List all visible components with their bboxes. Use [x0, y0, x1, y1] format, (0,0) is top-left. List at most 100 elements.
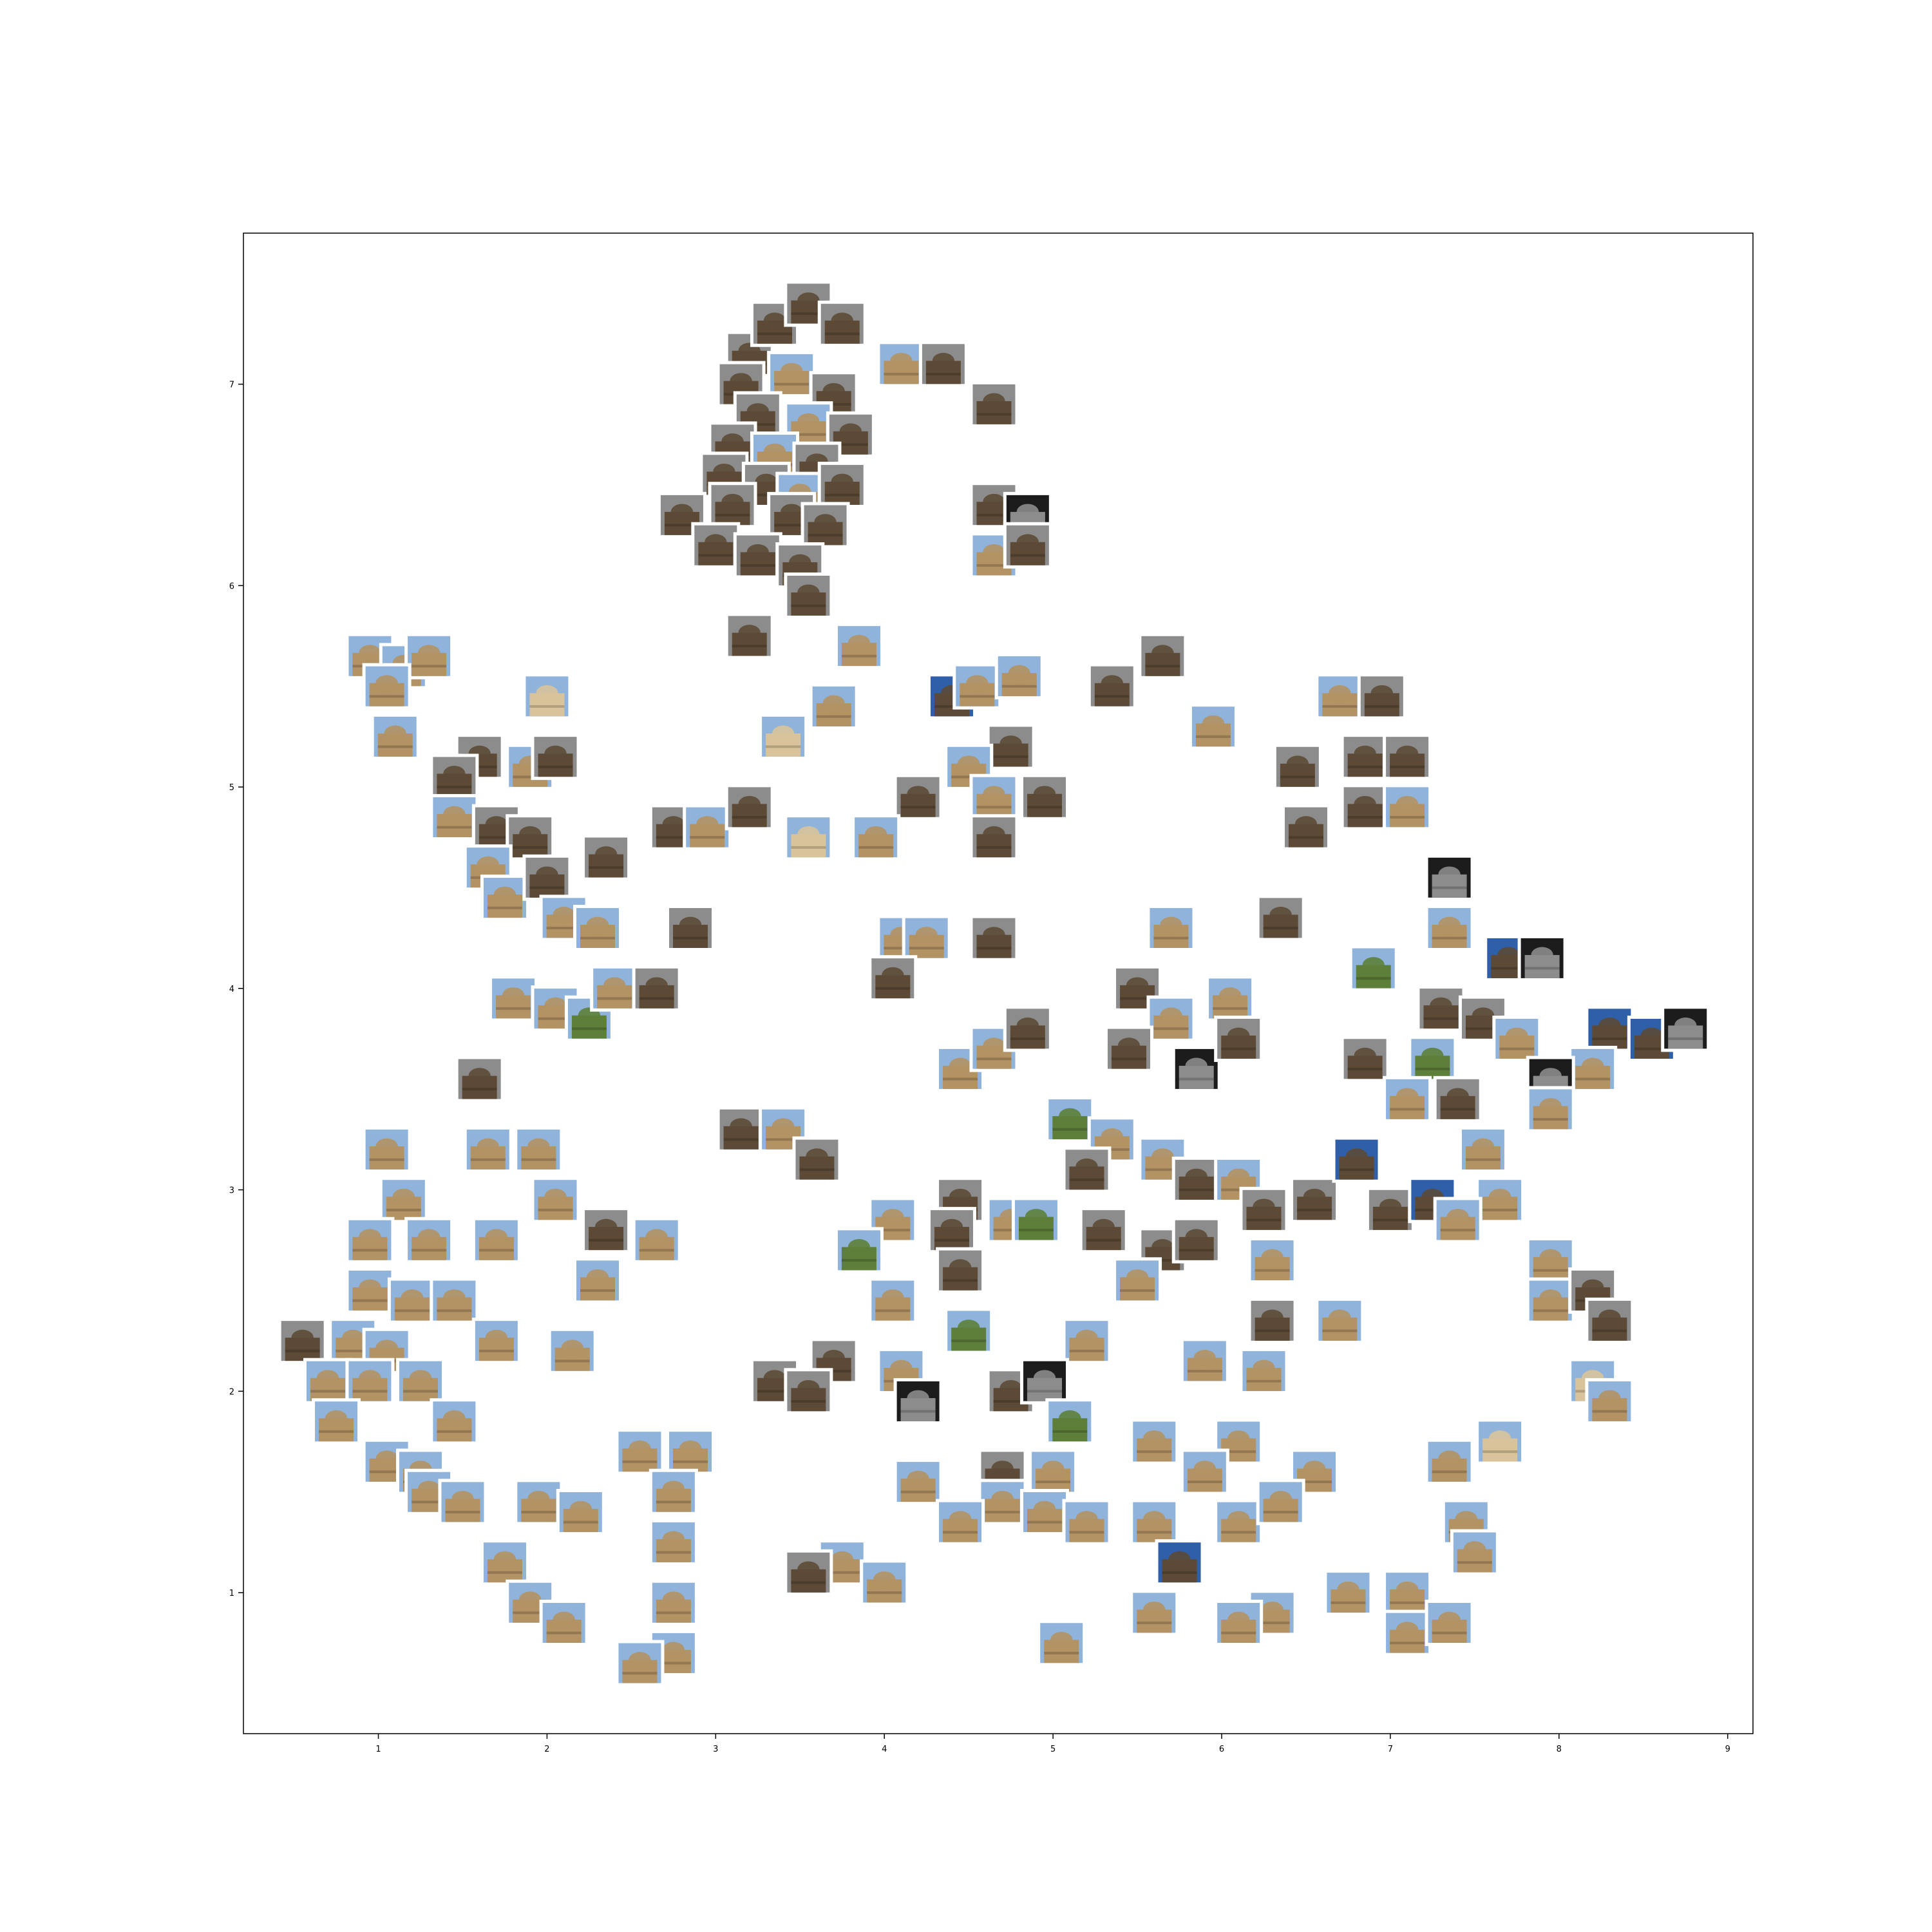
thumbnail-point — [1661, 1005, 1710, 1052]
thumbnail-dome — [932, 352, 955, 369]
thumbnail-point — [1146, 904, 1196, 951]
thumbnail-detail — [1094, 695, 1130, 698]
thumbnail-detail — [799, 1168, 835, 1171]
thumbnail-point — [927, 1207, 976, 1254]
thumbnail-dome — [544, 1188, 567, 1205]
thumbnail-detail — [622, 1460, 658, 1463]
thumbnail-point — [969, 381, 1019, 428]
thumbnail-detail — [1263, 1510, 1298, 1513]
thumbnail-dome — [1075, 1329, 1098, 1346]
thumbnail-detail — [673, 1460, 708, 1463]
thumbnail-dome — [1354, 1047, 1376, 1064]
thumbnail-point — [893, 1378, 943, 1425]
thumbnail-point — [489, 975, 538, 1022]
thumbnail-dome — [1143, 1511, 1166, 1528]
thumbnail-point — [1062, 1146, 1112, 1193]
thumbnail-dome — [375, 675, 398, 692]
thumbnail-point — [826, 411, 875, 458]
thumbnail-point — [1585, 1378, 1634, 1425]
thumbnail-point — [834, 623, 884, 670]
thumbnail-dome — [477, 856, 499, 873]
thumbnail-dome — [1227, 1511, 1250, 1528]
thumbnail-point — [1408, 1036, 1457, 1083]
thumbnail-dome — [1396, 1581, 1419, 1598]
thumbnail-dome — [1269, 906, 1292, 923]
thumbnail-dome — [983, 1037, 1005, 1054]
thumbnail-point — [817, 300, 867, 347]
thumbnail-dome — [890, 352, 913, 369]
x-tick-label: 8 — [1557, 1745, 1562, 1754]
thumbnail-point — [531, 734, 580, 781]
y-tick-label: 6 — [229, 582, 234, 591]
thumbnail-detail — [445, 1510, 480, 1513]
thumbnail-dome — [1151, 645, 1174, 661]
thumbnail-detail — [478, 836, 514, 839]
thumbnail-dome — [983, 927, 1005, 943]
thumbnail-detail — [1255, 1269, 1290, 1272]
thumbnail-dome — [1218, 987, 1242, 1003]
thumbnail-detail — [875, 1229, 911, 1232]
thumbnail-dome — [958, 1320, 980, 1336]
thumbnail-dome — [1472, 1138, 1495, 1155]
thumbnail-detail — [1153, 936, 1189, 940]
thumbnail-dome — [1050, 1631, 1073, 1648]
thumbnail-detail — [774, 524, 810, 527]
thumbnail-point — [792, 1136, 842, 1183]
thumbnail-point — [1526, 1277, 1575, 1324]
thumbnail-dome — [1430, 997, 1452, 1014]
thumbnail-detail — [1533, 1309, 1568, 1312]
thumbnail-dome — [1143, 1601, 1166, 1618]
thumbnail-point — [1020, 1488, 1070, 1535]
thumbnail-dome — [1640, 1027, 1663, 1044]
thumbnail-dome — [1446, 1209, 1469, 1225]
thumbnail-detail — [1069, 1178, 1104, 1181]
thumbnail-detail — [1347, 815, 1383, 819]
thumbnail-dome — [594, 846, 618, 862]
thumbnail-point — [1247, 1237, 1297, 1284]
thumbnail-point — [1425, 1438, 1474, 1485]
thumbnail-detail — [352, 1390, 388, 1393]
thumbnail-dome — [645, 1229, 668, 1245]
thumbnail-detail — [1052, 1128, 1088, 1131]
thumbnail-detail — [1491, 967, 1526, 970]
thumbnail-detail — [513, 1611, 548, 1615]
thumbnail-dome — [359, 1370, 381, 1387]
thumbnail-dome — [519, 1591, 542, 1608]
thumbnail-point — [522, 673, 572, 720]
thumbnail-detail — [1339, 1168, 1374, 1171]
thumbnail-point — [480, 875, 529, 922]
thumbnail-detail — [1069, 1531, 1104, 1534]
thumbnail-dome — [1151, 1148, 1174, 1165]
thumbnail-dome — [1117, 1037, 1141, 1054]
thumbnail-detail — [1010, 554, 1045, 557]
thumbnail-detail — [943, 1531, 978, 1534]
thumbnail-detail — [976, 413, 1012, 416]
thumbnail-detail — [571, 1027, 607, 1030]
thumbnail-dome — [629, 1440, 651, 1457]
thumbnail-dome — [1337, 1581, 1359, 1598]
thumbnail-point — [1180, 1338, 1229, 1385]
thumbnail-point — [649, 1468, 698, 1515]
thumbnail-point — [1214, 1599, 1264, 1646]
thumbnail-dome — [1506, 1027, 1528, 1044]
thumbnail-detail — [664, 524, 699, 527]
thumbnail-detail — [589, 866, 624, 869]
thumbnail-detail — [639, 1249, 674, 1252]
thumbnail-detail — [690, 836, 725, 839]
thumbnail-point — [1357, 673, 1406, 720]
thumbnail-dome — [375, 1450, 398, 1467]
thumbnail-dome — [342, 1329, 365, 1346]
thumbnail-point — [404, 1217, 454, 1264]
thumbnail-dome — [359, 645, 381, 661]
thumbnail-dome — [1455, 1511, 1477, 1528]
thumbnail-dome — [1227, 1611, 1250, 1628]
thumbnail-detail — [791, 1399, 826, 1403]
thumbnail-dome — [1253, 1359, 1275, 1376]
thumbnail-dome — [1539, 1289, 1562, 1306]
thumbnail-detail — [976, 947, 1012, 950]
thumbnail-dome — [814, 514, 837, 530]
thumbnail-detail — [1390, 765, 1425, 768]
y-tick-label: 7 — [229, 381, 234, 390]
thumbnail-point — [1332, 1136, 1381, 1183]
thumbnail-detail — [732, 815, 767, 819]
